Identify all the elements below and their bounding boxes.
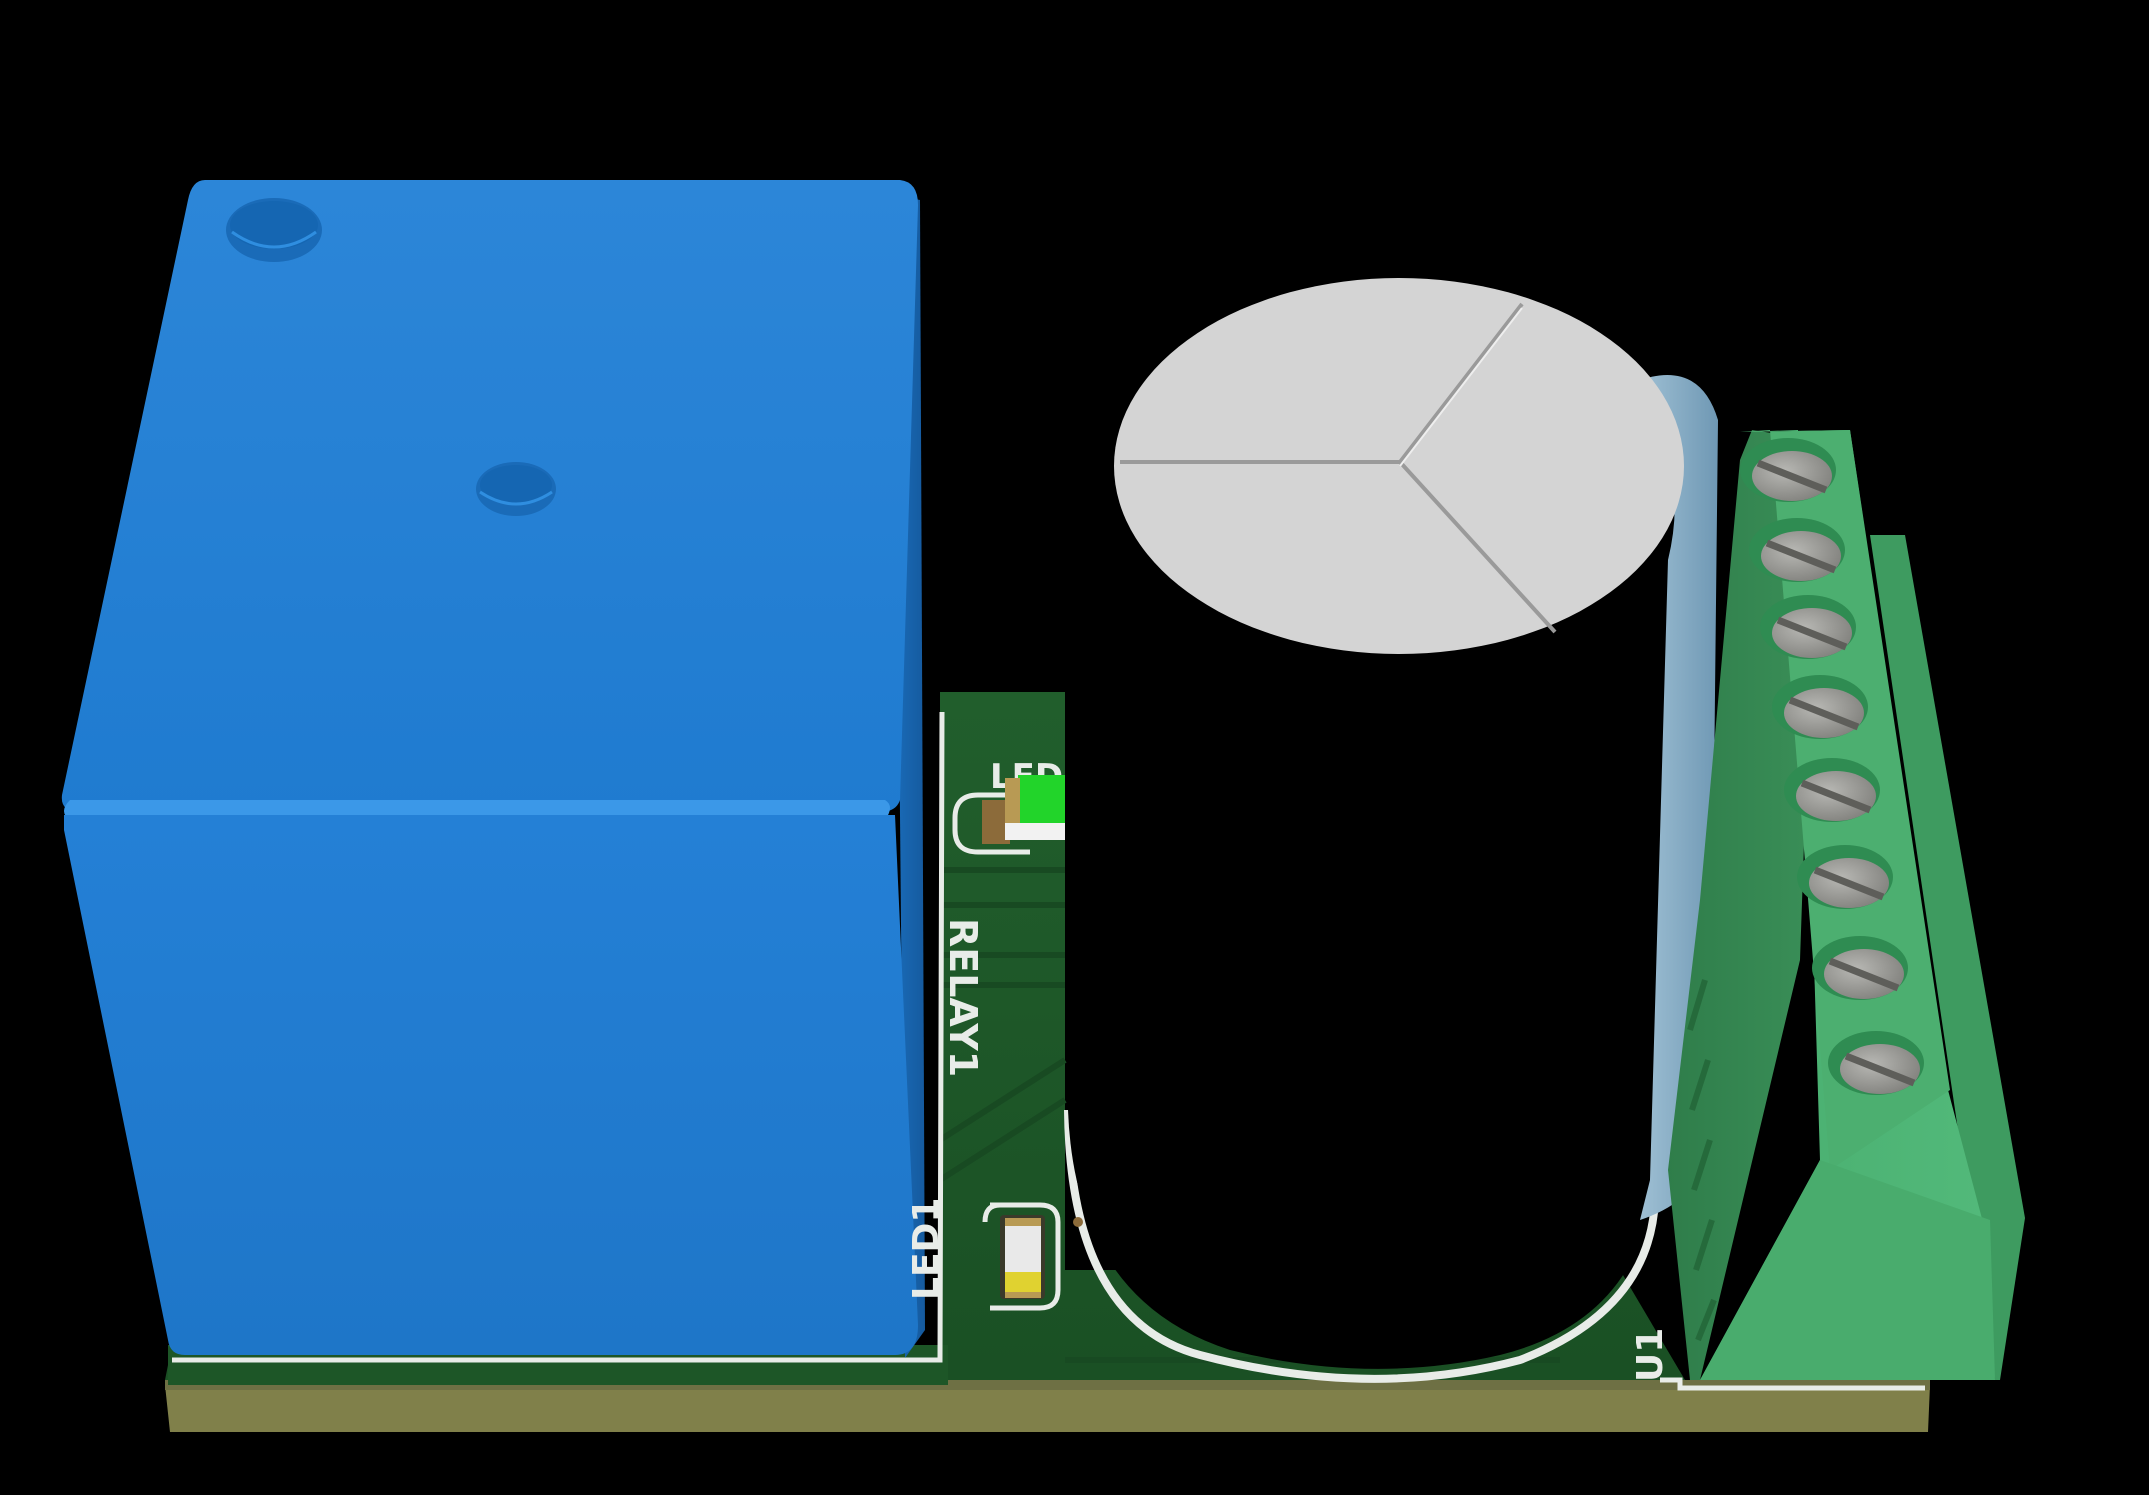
terminal-block-back bbox=[1870, 535, 2025, 1380]
terminal-screw-1 bbox=[1740, 438, 1836, 502]
terminal-screw-2 bbox=[1749, 518, 1845, 582]
terminal-screw-8 bbox=[1828, 1031, 1924, 1095]
relay-body bbox=[61, 180, 925, 1358]
connector-designator-label: U1 bbox=[1630, 1328, 1671, 1382]
capacitor-base-outline bbox=[1064, 1109, 1659, 1383]
pcb-silkscreen-outlines bbox=[172, 711, 1925, 1391]
capacitor-cylinder bbox=[1065, 450, 1660, 1369]
led2-footprint: LED bbox=[952, 757, 1065, 855]
relay-designator-label: RELAY1 bbox=[941, 918, 985, 1077]
terminal-block-side-face bbox=[1668, 430, 1818, 1380]
terminal-screw-5 bbox=[1784, 758, 1880, 822]
led2-lens-green bbox=[1018, 775, 1065, 823]
terminal-screw-4 bbox=[1772, 675, 1868, 739]
terminal-screw-7 bbox=[1812, 936, 1908, 1000]
terminal-block-front-face bbox=[1700, 1160, 1995, 1380]
relay-hole-2 bbox=[476, 462, 556, 516]
pcb-edge bbox=[165, 1385, 1930, 1432]
terminal-screw-6 bbox=[1797, 845, 1893, 909]
led1-footprint bbox=[982, 1202, 1061, 1311]
capacitor-vent-mark bbox=[1120, 302, 1557, 634]
terminal-screw-3 bbox=[1760, 595, 1856, 659]
capacitor bbox=[1064, 278, 1718, 1383]
terminal-block bbox=[1668, 430, 2025, 1380]
capacitor-top-disc bbox=[1114, 278, 1684, 654]
led1-designator-label: LED1 bbox=[906, 1198, 947, 1300]
relay-hole-1 bbox=[226, 198, 322, 262]
terminal-block-ribs bbox=[1687, 979, 1717, 1342]
relay-front-face bbox=[64, 815, 918, 1355]
